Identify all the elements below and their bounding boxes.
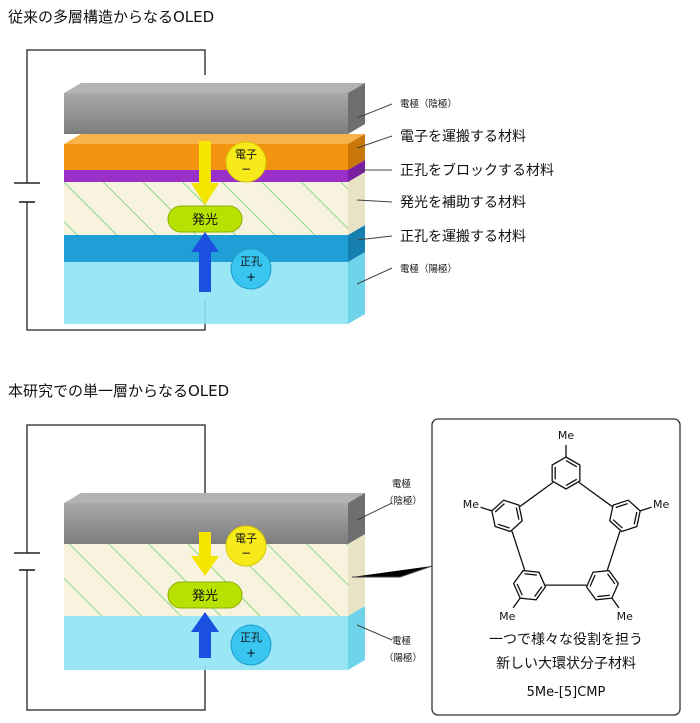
top-electron-transport-layer: [64, 134, 365, 170]
top-label-electron-transport: 電子を運搬する材料: [400, 129, 526, 145]
top-hole-sign: +: [246, 270, 256, 284]
double-bond: [615, 503, 628, 509]
double-bond: [497, 523, 510, 529]
top-hole-arrow-icon: [191, 232, 219, 292]
top-electron-badge: 電子 −: [225, 141, 267, 183]
bottom-leader-lines: [352, 502, 433, 641]
top-label-emission-assist: 発光を補助する材料: [400, 195, 526, 211]
methyl-bond: [639, 506, 652, 512]
bottom-hole-label: 正孔: [240, 631, 262, 644]
double-bond: [606, 573, 616, 585]
double-bond: [524, 573, 537, 576]
double-bond: [612, 519, 623, 529]
molecule-name: 5Me-[5]CMP: [527, 685, 606, 700]
molecule-caption-line1: 一つで様々な役割を担う: [489, 631, 643, 648]
methyl-label: Me: [499, 610, 515, 623]
double-bond: [633, 511, 638, 525]
top-battery-icon: [14, 182, 40, 203]
bottom-label-cathode-sub: （陰極）: [384, 495, 422, 507]
bottom-electron-sign: −: [241, 546, 251, 560]
bottom-circuit: [26, 424, 206, 711]
methyl-label: Me: [463, 498, 479, 511]
double-bond: [597, 594, 610, 598]
bottom-title: 本研究での単一層からなるOLED: [8, 382, 230, 400]
bottom-hole-badge: 正孔 +: [230, 624, 272, 666]
top-electron-sign: −: [241, 162, 251, 176]
bottom-hole-arrow-icon: [191, 612, 219, 658]
bottom-label-anode-sub: （陽極）: [384, 652, 422, 664]
benzene-ring: [512, 569, 547, 601]
molecule-caption-line2: 新しい大環状分子材料: [496, 656, 636, 672]
top-hole-label: 正孔: [240, 255, 262, 268]
molecule-box: [431, 418, 681, 716]
benzene-ring: [491, 499, 523, 533]
top-electron-label: 電子: [235, 148, 257, 161]
methyl-bond: [480, 506, 493, 512]
top-leader-lines: [356, 103, 393, 285]
double-bond: [534, 586, 543, 597]
top-anode-layer: [64, 252, 365, 324]
double-bond: [516, 583, 523, 596]
bottom-label-cathode: 電極: [392, 478, 412, 490]
top-electron-arrow-icon: [191, 141, 219, 205]
methyl-bond: [611, 597, 620, 609]
double-bond: [589, 574, 596, 587]
top-hole-badge: 正孔 +: [230, 248, 272, 290]
bottom-electron-label: 電子: [235, 532, 257, 545]
bottom-emission-badge: 発光: [167, 581, 243, 609]
methyl-label: Me: [617, 610, 633, 623]
top-emission-badge: 発光: [167, 205, 243, 233]
bottom-battery-icon: [14, 552, 40, 571]
methyl-label: Me: [653, 498, 669, 511]
double-bond: [515, 507, 520, 520]
top-label-hole-transport: 正孔を運搬する材料: [400, 229, 526, 245]
bottom-label-anode: 電極: [392, 635, 412, 647]
biaryl-bond: [578, 481, 613, 507]
benzene-ring: [551, 456, 581, 490]
top-label-anode: 電極（陽極）: [400, 263, 457, 275]
biaryl-bond: [511, 530, 526, 571]
biaryl-bond: [519, 481, 554, 507]
methyl-label: Me: [558, 429, 574, 442]
bottom-electron-arrow-icon: [191, 532, 219, 576]
bottom-cathode-layer: [64, 493, 365, 544]
top-cathode-layer: [64, 83, 365, 134]
benzene-ring: [585, 569, 620, 601]
methyl-bond: [512, 597, 521, 609]
top-emission-label: 発光: [192, 213, 218, 228]
bottom-emission-label: 発光: [192, 589, 218, 604]
double-bond: [494, 503, 505, 513]
double-bond: [565, 478, 578, 487]
top-title: 従来の多層構造からなるOLED: [8, 8, 215, 26]
bottom-electron-badge: 電子 −: [225, 525, 267, 567]
top-label-hole-block: 正孔をブロックする材料: [400, 162, 554, 179]
double-bond: [565, 459, 578, 468]
biaryl-bond: [606, 530, 621, 571]
top-label-cathode: 電極（陰極）: [400, 98, 457, 110]
bottom-hole-sign: +: [246, 646, 256, 660]
benzene-ring: [609, 499, 641, 533]
